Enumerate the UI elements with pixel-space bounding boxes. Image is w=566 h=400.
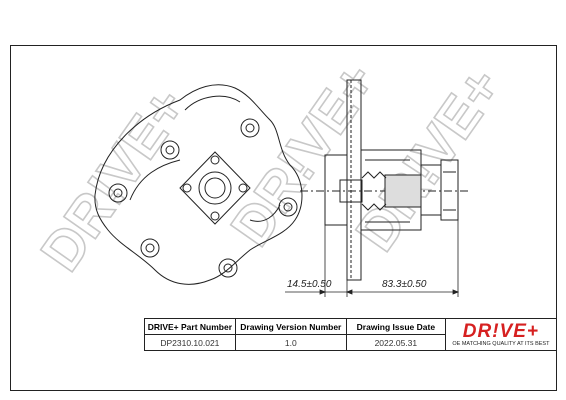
- drawing-frame: [10, 45, 557, 391]
- logo-tagline: OE MATCHING QUALITY AT ITS BEST: [452, 340, 550, 347]
- svg-text:DR!VE+: DR!VE+: [28, 76, 198, 282]
- dimension-left-label: 14.5±0.50: [287, 279, 332, 290]
- title-block: DRIVE+ Part Number Drawing Version Numbe…: [144, 318, 558, 351]
- pump-front-view: [94, 84, 303, 285]
- value-version: 1.0: [234, 334, 347, 351]
- header-part-number: DRIVE+ Part Number: [144, 318, 236, 335]
- value-issue-date: 2022.05.31: [345, 334, 446, 351]
- dimension-right-label: 83.3±0.50: [382, 279, 427, 290]
- header-version: Drawing Version Number: [234, 318, 347, 335]
- value-part-number: DP2310.10.021: [144, 334, 236, 351]
- logo-brand-text: DR!VE+: [462, 320, 540, 342]
- dimension-lines: [285, 220, 460, 297]
- header-issue-date: Drawing Issue Date: [345, 318, 446, 335]
- brand-logo: DR!VE+ OE MATCHING QUALITY AT ITS BEST: [444, 318, 558, 351]
- pump-section-view: [300, 79, 470, 281]
